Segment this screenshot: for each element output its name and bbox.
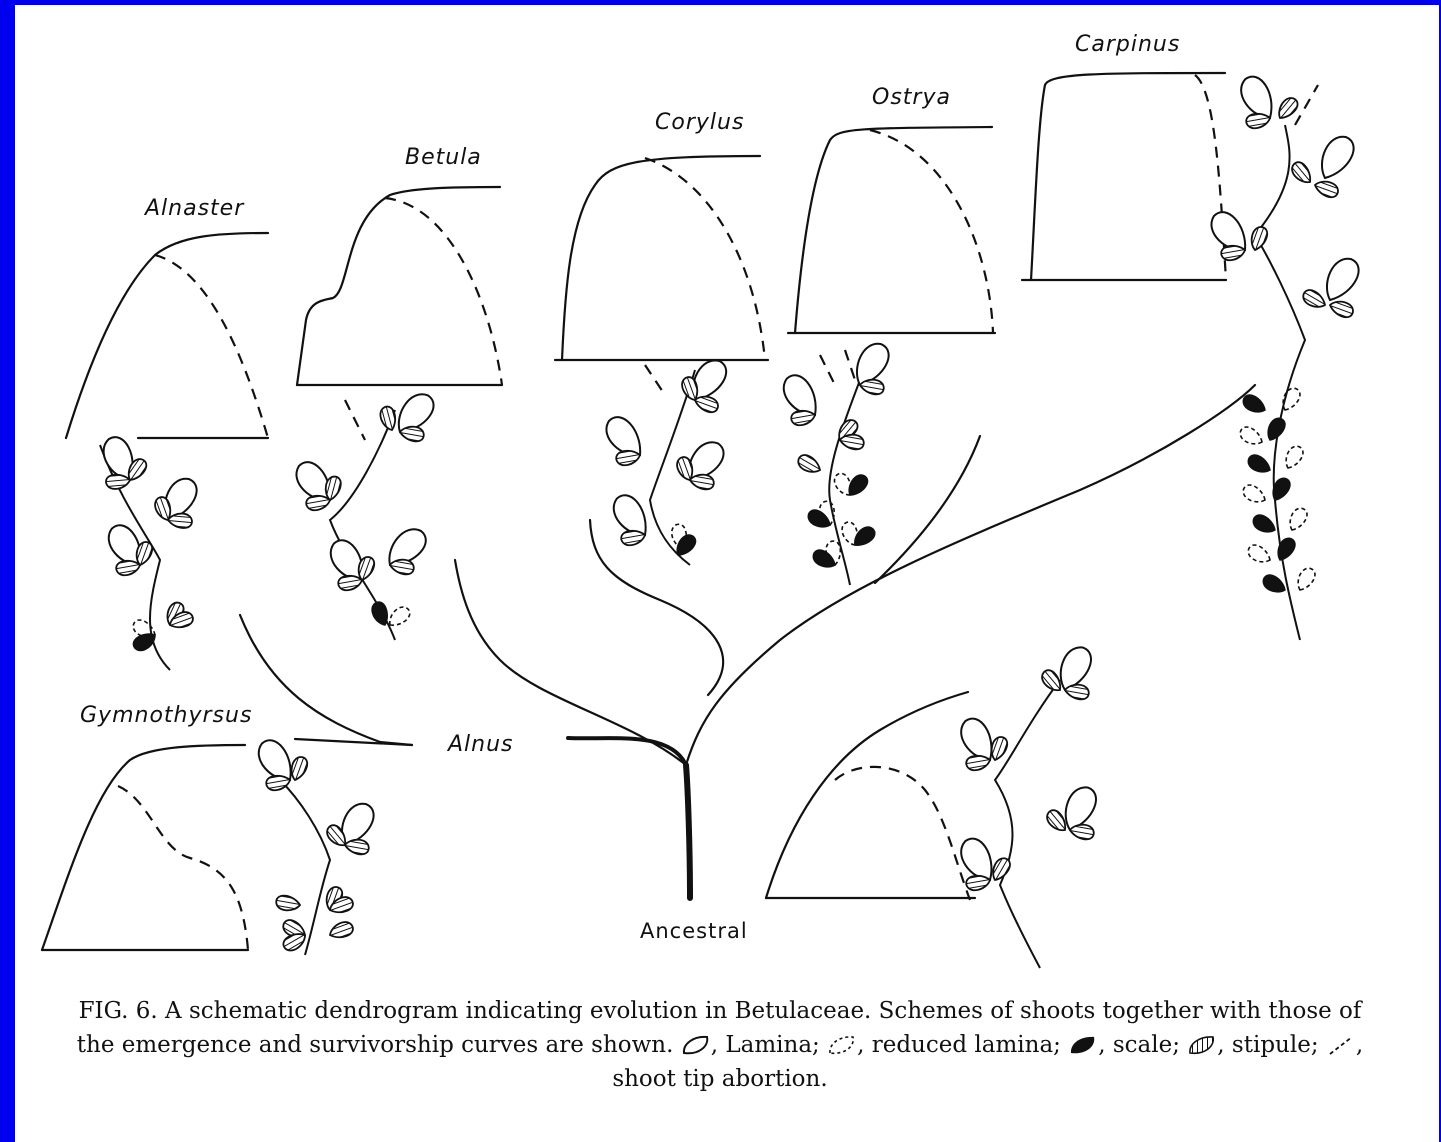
label-carpinus: Carpinus xyxy=(1075,32,1180,57)
label-ancestral: Ancestral xyxy=(640,919,748,943)
figure-caption: FIG. 6. A schematic dendrogram indicatin… xyxy=(70,994,1370,1096)
shoot-tip-abortion-symbol-icon xyxy=(1329,1036,1353,1055)
curve-gymnothyrsus xyxy=(40,743,250,952)
figure-paper xyxy=(15,5,1439,1142)
caption-lamina: , Lamina; xyxy=(710,1032,820,1058)
caption-stipule: , stipule; xyxy=(1217,1032,1319,1058)
shoot-corylus xyxy=(598,353,733,566)
shoot-alnaster xyxy=(96,431,203,671)
caption-lead: FIG. 6. A schematic dendrogram indicatin… xyxy=(76,998,1362,1058)
curve-betula xyxy=(295,185,504,387)
shoot-carpinus xyxy=(1203,70,1365,641)
caption-reduced-lamina: , reduced lamina; xyxy=(857,1032,1061,1058)
shoot-gymnothyrsus xyxy=(251,734,380,956)
curve-carpinus xyxy=(1020,71,1228,282)
label-ostrya: Ostrya xyxy=(872,85,951,110)
curve-ancestral xyxy=(764,690,977,901)
caption-shoot-tip: , shoot tip abortion. xyxy=(612,1032,1364,1092)
label-gymnothyrsus: Gymnothyrsus xyxy=(80,703,252,728)
caption-scale-comma: , xyxy=(1098,1032,1106,1058)
lamina-symbol-icon xyxy=(682,1035,708,1055)
shoot-ancestral xyxy=(953,641,1102,969)
stipule-symbol-icon xyxy=(1189,1036,1215,1055)
label-corylus: Corylus xyxy=(655,110,744,135)
scale-symbol-icon xyxy=(1071,1036,1095,1054)
shoot-betula xyxy=(288,386,441,641)
label-betula: Betula xyxy=(405,145,482,170)
shoot-ostrya xyxy=(776,337,895,586)
curve-corylus xyxy=(553,154,770,362)
dendrogram-branches xyxy=(238,383,1257,901)
label-alnaster: Alnaster xyxy=(143,196,245,221)
curve-ostrya xyxy=(786,125,997,335)
label-alnus: Alnus xyxy=(446,732,514,757)
caption-scale: scale; xyxy=(1112,1032,1180,1058)
curve-alnaster xyxy=(64,231,270,440)
reduced-lamina-symbol-icon xyxy=(829,1036,855,1055)
